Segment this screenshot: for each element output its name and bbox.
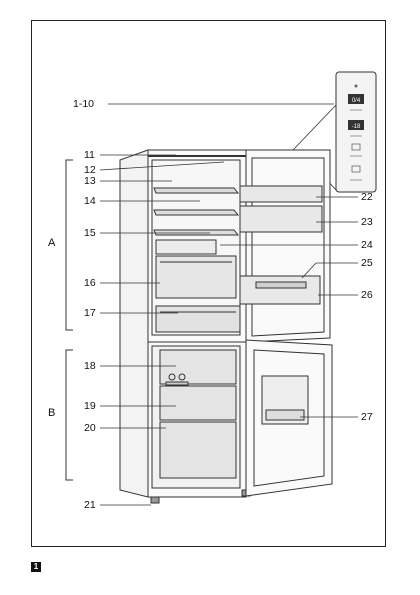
callout-22: 22 [361, 191, 373, 203]
cabinet [119, 149, 251, 504]
callout-14: 14 [84, 195, 96, 207]
callout-17: 17 [84, 307, 96, 319]
callout-13: 13 [84, 175, 96, 187]
freezer-door [245, 339, 333, 497]
leader-lines [99, 103, 358, 506]
callout-21: 21 [84, 499, 96, 511]
callout-19: 19 [84, 400, 96, 412]
callout-1-10: 1-10 [73, 98, 95, 110]
control-panel-inset: 0/4 -18 [292, 71, 377, 193]
callout-26: 26 [361, 289, 373, 301]
group-label-b: B [48, 407, 56, 419]
group-label-a: A [48, 237, 56, 249]
callout-25: 25 [361, 257, 373, 269]
callout-20: 20 [84, 422, 96, 434]
callout-18: 18 [84, 360, 96, 372]
svg-text:0/4: 0/4 [352, 98, 361, 104]
group-brackets [65, 159, 73, 481]
callout-23: 23 [361, 216, 373, 228]
figure-number: 1 [31, 562, 41, 572]
callout-12: 12 [84, 164, 96, 176]
callout-11: 11 [84, 149, 95, 161]
figure-frame [31, 20, 386, 547]
callout-27: 27 [361, 411, 373, 423]
callout-16: 16 [84, 277, 96, 289]
callout-15: 15 [84, 227, 96, 239]
svg-text:-18: -18 [352, 124, 361, 130]
fridge-door [239, 149, 331, 343]
callout-24: 24 [361, 239, 373, 251]
